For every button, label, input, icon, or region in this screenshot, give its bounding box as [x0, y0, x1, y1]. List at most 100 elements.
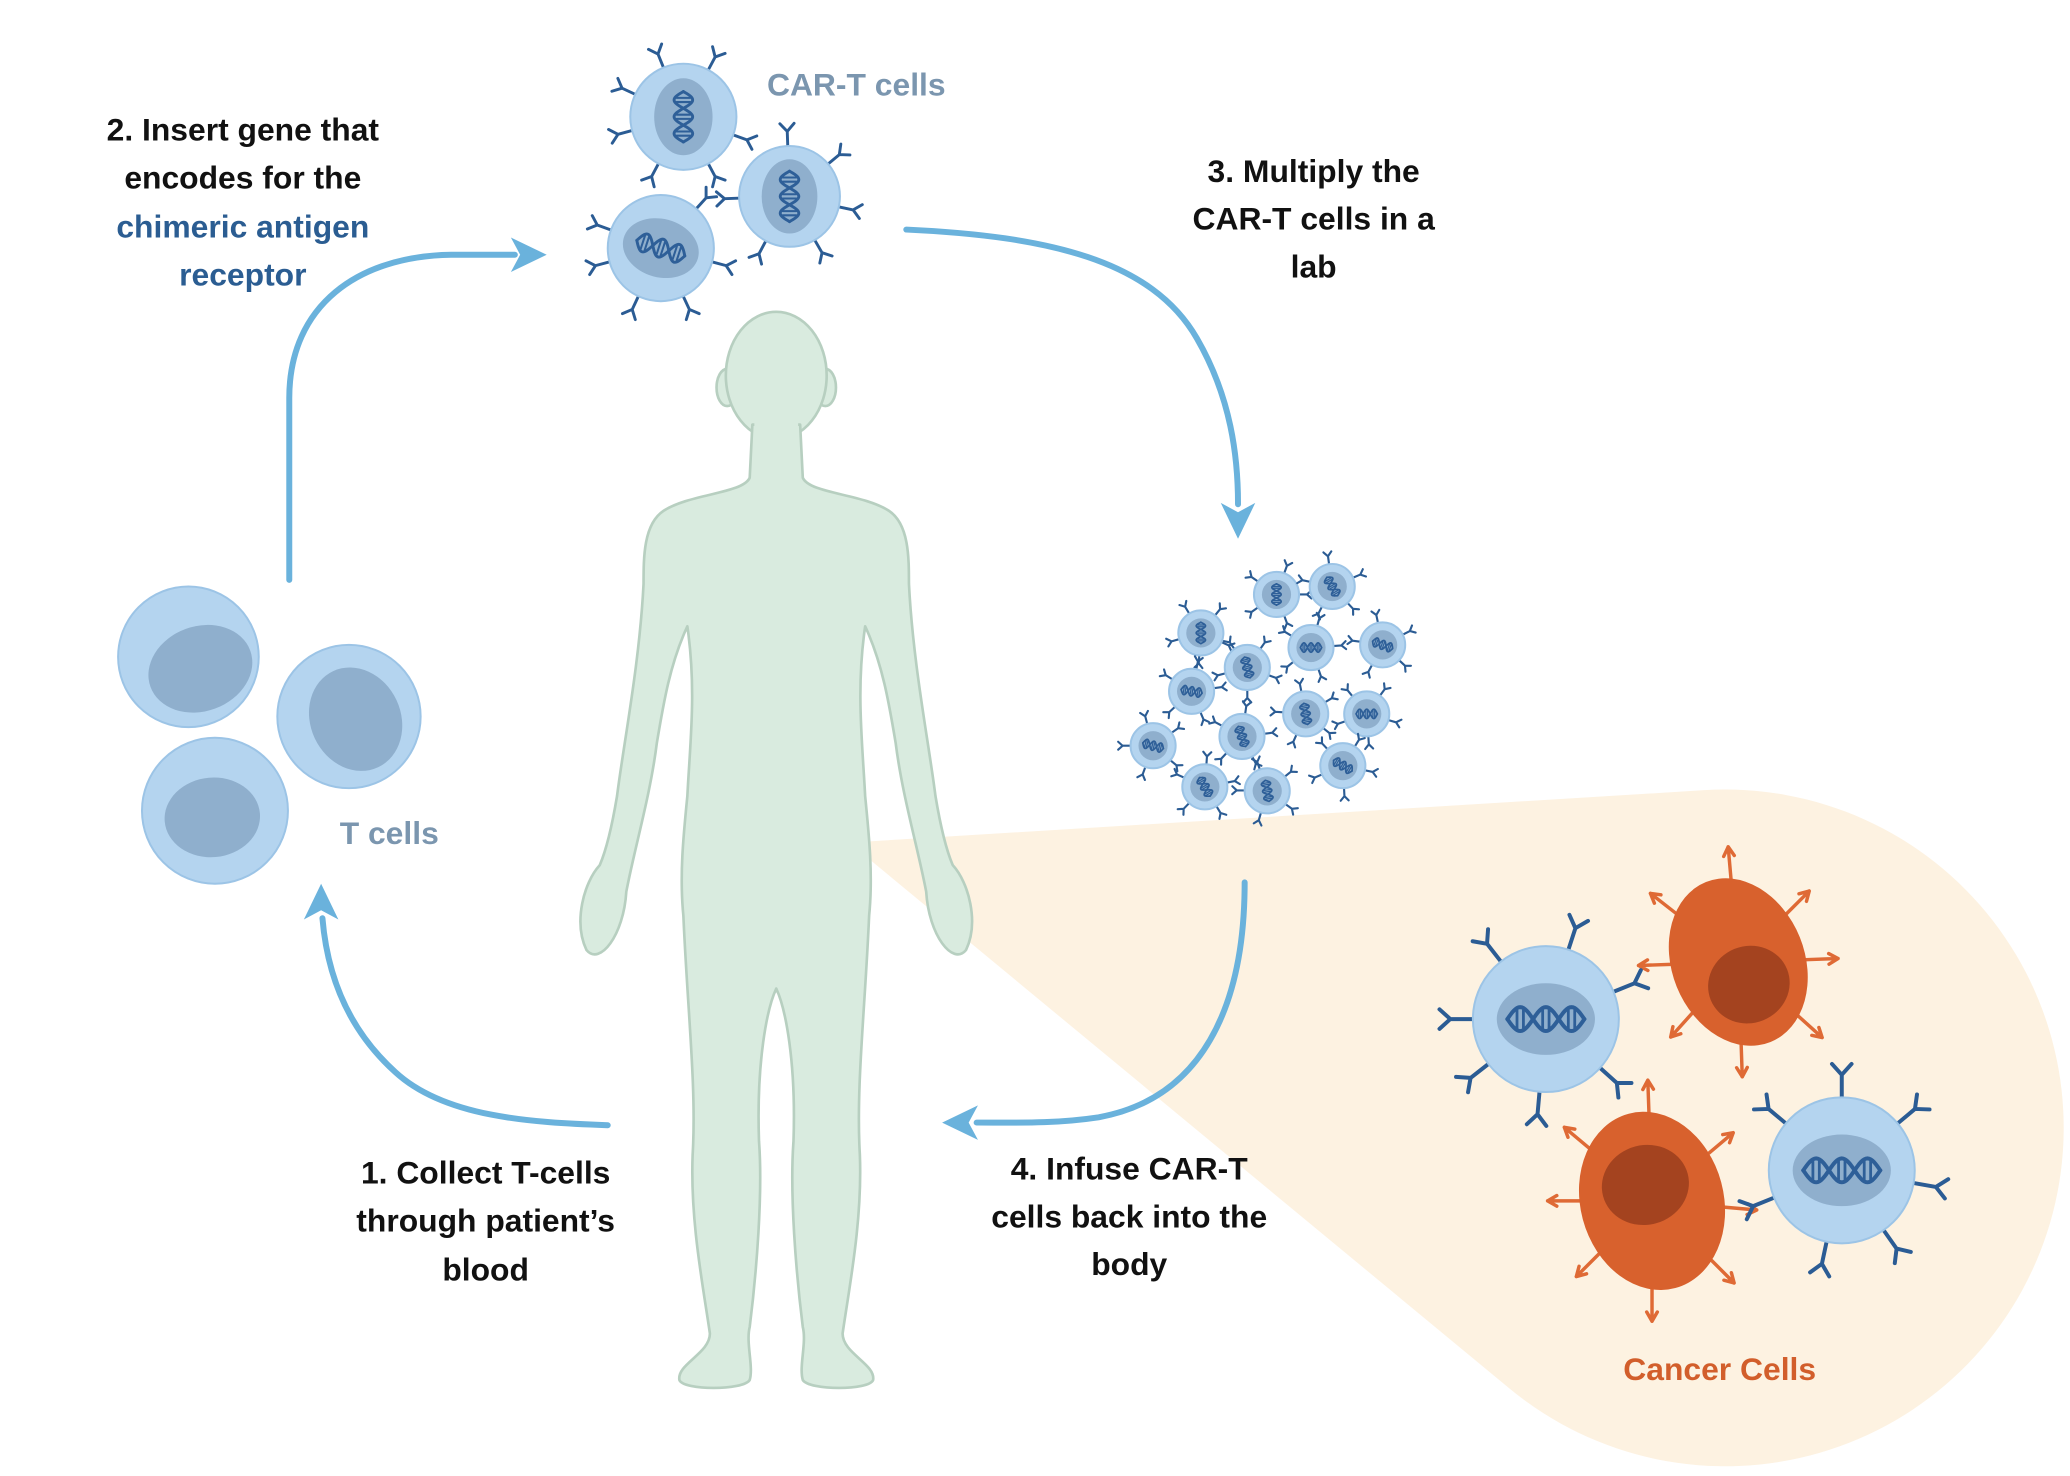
arrow-line [973, 879, 1248, 1126]
step-2-line: encodes for the [124, 159, 361, 195]
receptor-icon [729, 132, 759, 151]
dna-strand [1195, 621, 1207, 645]
dna-icon [778, 169, 801, 224]
multiplied-car-t-cells [1117, 550, 1417, 827]
cancer-cell [1636, 845, 1840, 1079]
t-cell [276, 643, 422, 790]
antigen-arrow-icon [1721, 845, 1736, 885]
receptor-icon [610, 76, 640, 97]
dna-icon [1332, 757, 1354, 775]
dna-strand [1261, 779, 1274, 803]
dna-icon [1196, 776, 1214, 798]
car-t-cell [1331, 682, 1403, 751]
antigen-arrow-icon [1644, 1283, 1660, 1323]
dna-strand [1332, 757, 1354, 772]
receptor-icon [1524, 1087, 1549, 1128]
dna-strand [1270, 582, 1283, 606]
arrow-line [903, 226, 1242, 508]
dna-strand [1196, 776, 1212, 798]
dna-strand [1240, 656, 1253, 679]
antigen-arrow-icon [1545, 1193, 1586, 1208]
step-4-caption: 4. Infuse CAR-T cells back into the body [991, 1151, 1267, 1283]
car-t-cell [1211, 635, 1283, 704]
dna-strand [635, 237, 687, 264]
dna-strand [1299, 642, 1323, 654]
dna-strand [1299, 642, 1323, 654]
car-t-cell [584, 185, 738, 322]
receptor-icon [714, 190, 744, 208]
dna-icon [1180, 684, 1203, 698]
car-t-cell [1165, 599, 1236, 670]
arrow-car-t-to-multiply [903, 226, 1256, 539]
car-t-cell [1277, 611, 1348, 683]
t-cell [117, 585, 260, 729]
step-3-caption: 3. Multiply the CAR-T cells in a lab [1192, 153, 1435, 285]
neck [754, 413, 799, 449]
antigen-arrow-icon [1636, 958, 1677, 973]
receptor-icon [584, 259, 614, 277]
receptor-icon [1596, 1064, 1634, 1100]
antigen-arrow-icon [1800, 951, 1840, 966]
cell-nucleus [1232, 652, 1262, 683]
cell-nucleus [1186, 618, 1216, 648]
dna-strand [1371, 637, 1394, 651]
dna-strand [635, 232, 687, 259]
dna-strand [1326, 576, 1341, 597]
cell-nucleus [1190, 772, 1220, 802]
cell-nucleus [1261, 579, 1292, 610]
dna-strand [1505, 1005, 1587, 1034]
dna-icon [1355, 708, 1379, 720]
receptor-icon [693, 185, 719, 213]
dna-strand [778, 169, 801, 224]
car-t-cell [1296, 550, 1368, 621]
receptor-icon [1880, 1225, 1913, 1266]
antigen-arrow-icon [1782, 889, 1811, 919]
engineered-car-t-cells [584, 42, 864, 322]
receptor-icon [834, 203, 864, 220]
car-t-cell [1737, 1061, 1951, 1279]
dna-base-pairs [1235, 727, 1249, 746]
car-t-cell [1208, 700, 1279, 771]
callout-cells [1437, 845, 1951, 1323]
cancer-cell-nucleus [1708, 945, 1790, 1024]
car-t-cell [1158, 655, 1228, 727]
receptor-icon [607, 128, 637, 145]
arrow-line [319, 915, 611, 1129]
antigen-arrow-icon [1707, 1255, 1736, 1285]
dna-base-pairs [1272, 585, 1281, 604]
cell-nucleus [1176, 676, 1207, 706]
step-4-line: cells back into the [991, 1198, 1267, 1234]
patient-silhouette [579, 310, 974, 1390]
arrow-line [286, 251, 518, 583]
cancer-cell [1545, 1078, 1759, 1323]
receptor-icon [640, 159, 662, 189]
car-t-cell [1231, 755, 1299, 827]
dna-icon [1323, 576, 1341, 597]
cell-nucleus [622, 218, 699, 279]
dna-strand [1355, 708, 1379, 720]
dna-icon [1240, 656, 1255, 679]
cancer-cell-nucleus [1601, 1144, 1689, 1226]
dna-base-pairs [1515, 1008, 1577, 1030]
dna-strand [1260, 779, 1273, 803]
cell-nucleus [1352, 699, 1382, 729]
dna-base-pairs [1143, 739, 1163, 752]
dna-base-pairs [1333, 758, 1353, 774]
cell-nucleus [761, 159, 818, 234]
dna-icon [1195, 621, 1207, 645]
dna-strand [1270, 582, 1283, 606]
t-cell [140, 736, 289, 885]
t-cells-label: T cells [340, 815, 439, 851]
dna-strand [1180, 685, 1203, 698]
arrow-head-icon [942, 1105, 978, 1140]
step-3-line: 3. Multiply the [1208, 153, 1420, 189]
receptor-icon [1470, 927, 1505, 966]
car-t-cell [1244, 559, 1313, 630]
t-cells [117, 585, 422, 885]
receptor-icon [647, 42, 666, 72]
receptor-icon [1808, 1237, 1832, 1279]
receptor-icon [1454, 1060, 1493, 1095]
receptor-icon [1609, 968, 1651, 995]
receptor-icon [620, 292, 641, 322]
step-2-line: 2. Insert gene that [107, 112, 380, 148]
